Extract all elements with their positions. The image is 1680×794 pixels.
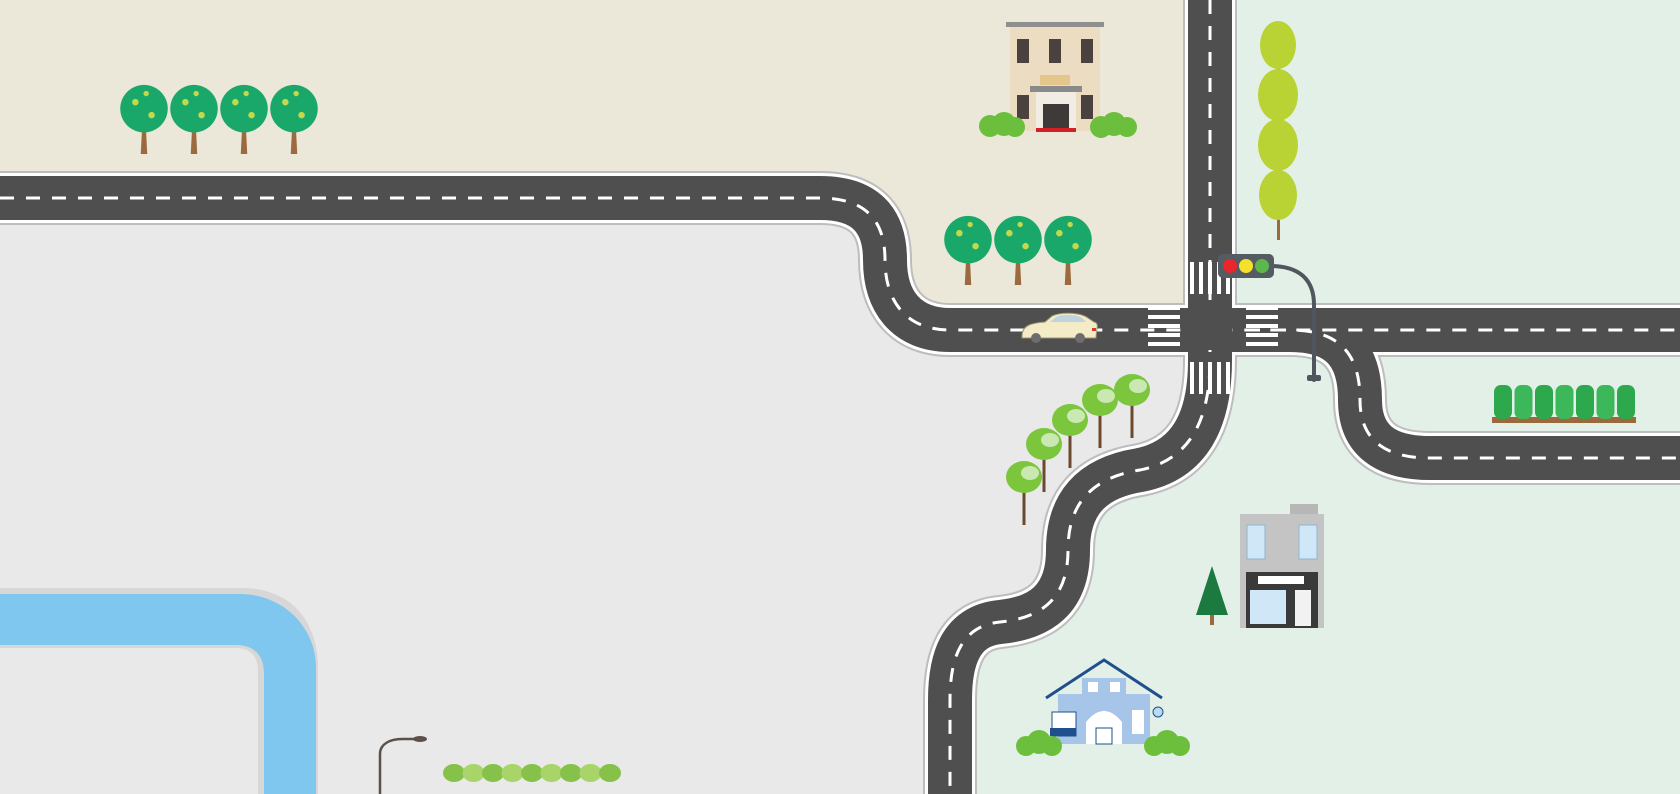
road-lane-mark (948, 0, 1212, 794)
yellow-lamp (1239, 259, 1253, 273)
road-lane-mark (1246, 328, 1680, 460)
round-tree (170, 84, 218, 154)
hedge-block (1555, 385, 1574, 419)
round-tree (994, 215, 1042, 285)
blue-house (1045, 658, 1164, 745)
bush-house-right (1144, 730, 1190, 756)
poplar-tree (1258, 21, 1298, 240)
tree-row-top-left (120, 84, 318, 154)
light-tree (1052, 404, 1088, 468)
pine-tree (1196, 566, 1228, 625)
shrub (560, 764, 582, 782)
light-tree (1026, 428, 1062, 492)
shrub (599, 764, 621, 782)
river (0, 588, 318, 794)
hedge-row-right (1492, 385, 1636, 423)
shrub-row-bottom (443, 764, 621, 782)
ground-mint-district (968, 0, 1680, 794)
round-tree (270, 84, 318, 154)
hedge-block (1494, 385, 1512, 419)
light-tree (1006, 461, 1042, 525)
shrub (443, 764, 465, 782)
tree-row-diagonal (1006, 374, 1150, 525)
crosswalk-south (1190, 362, 1230, 394)
shrub (579, 764, 602, 782)
hedge-block (1617, 385, 1635, 419)
hotel-building (1006, 22, 1104, 132)
car (1021, 312, 1098, 343)
tree-row-middle (944, 215, 1092, 285)
bush-hotel-left (979, 112, 1025, 137)
road-lane-mark (0, 196, 1680, 332)
green-lamp (1255, 259, 1269, 273)
street-lamp (378, 736, 427, 794)
office-building (1240, 504, 1324, 628)
hedge-block (1535, 385, 1553, 419)
round-tree (120, 84, 168, 154)
bush-house-left (1016, 730, 1062, 756)
traffic-light (1218, 254, 1321, 382)
hedge-block (1514, 385, 1533, 419)
river-water (0, 594, 316, 794)
shrub (482, 764, 504, 782)
shrub (521, 764, 543, 782)
crosswalk-west (1148, 306, 1180, 346)
red-lamp (1223, 259, 1237, 273)
intersection (1188, 306, 1232, 350)
hedge-block (1596, 385, 1615, 419)
round-tree (220, 84, 268, 154)
hedge-block (1576, 385, 1594, 419)
light-tree (1114, 374, 1150, 438)
light-tree (1082, 384, 1118, 448)
crosswalk-east (1246, 306, 1278, 346)
round-tree (944, 215, 992, 285)
shrub (501, 764, 524, 782)
shrub (540, 764, 563, 782)
round-tree (1044, 215, 1092, 285)
shrub (462, 764, 485, 782)
bush-hotel-right (1090, 112, 1137, 138)
